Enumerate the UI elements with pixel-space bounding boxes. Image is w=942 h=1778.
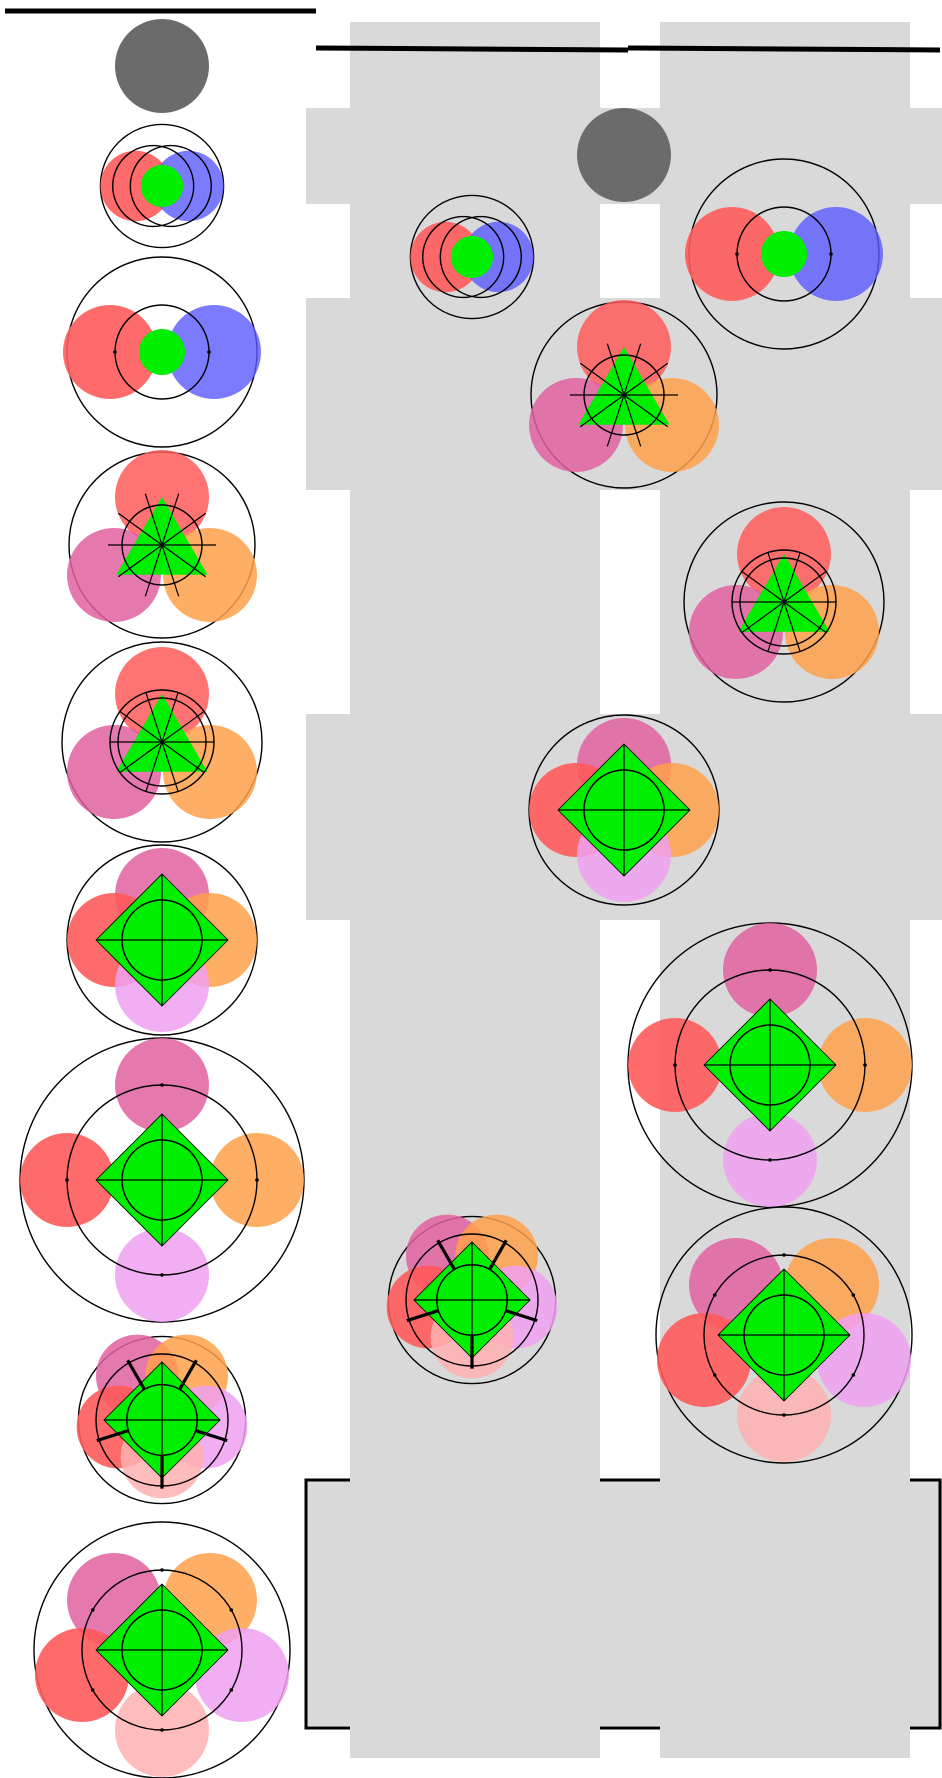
node-dot bbox=[713, 1293, 717, 1297]
hub-disk bbox=[115, 19, 209, 113]
connector-line bbox=[316, 48, 628, 50]
node-dot bbox=[673, 1063, 677, 1067]
quad-glyph bbox=[77, 1335, 248, 1504]
node-dot bbox=[829, 252, 833, 256]
node-dot bbox=[113, 350, 117, 354]
core-disk bbox=[761, 231, 807, 277]
node-dot bbox=[160, 1083, 164, 1087]
band-panel bbox=[306, 1480, 942, 1726]
vesica-glyph bbox=[100, 124, 223, 247]
node-dot bbox=[851, 1373, 855, 1377]
node-dot bbox=[65, 1178, 69, 1182]
core-disk bbox=[139, 329, 185, 375]
triad-glyph bbox=[67, 450, 257, 638]
node-dot bbox=[207, 350, 211, 354]
connector-line bbox=[628, 48, 940, 50]
node-dot bbox=[91, 1608, 95, 1612]
node-dot bbox=[160, 1728, 164, 1732]
node-dot bbox=[851, 1293, 855, 1297]
node-dot bbox=[255, 1178, 259, 1182]
node-dot bbox=[229, 1688, 233, 1692]
node-dot bbox=[160, 1568, 164, 1572]
hub-node bbox=[115, 19, 209, 113]
vesica-glyph bbox=[63, 257, 261, 447]
hub-disk bbox=[577, 108, 671, 202]
node-dot bbox=[713, 1373, 717, 1377]
node-dot bbox=[160, 1273, 164, 1277]
quad-glyph bbox=[20, 1038, 304, 1322]
node-dot bbox=[735, 252, 739, 256]
node-dot bbox=[782, 1413, 786, 1417]
node-dot bbox=[768, 1158, 772, 1162]
node-dot bbox=[91, 1688, 95, 1692]
node-dot bbox=[768, 968, 772, 972]
quad-glyph bbox=[34, 1522, 290, 1778]
quad-glyph bbox=[387, 1215, 558, 1384]
node-dot bbox=[782, 1253, 786, 1257]
hub-node bbox=[577, 108, 671, 202]
quad-glyph bbox=[67, 845, 257, 1035]
core-disk bbox=[451, 236, 493, 278]
node-dot bbox=[863, 1063, 867, 1067]
core-disk bbox=[141, 165, 183, 207]
triad-glyph bbox=[62, 642, 262, 842]
node-dot bbox=[229, 1608, 233, 1612]
